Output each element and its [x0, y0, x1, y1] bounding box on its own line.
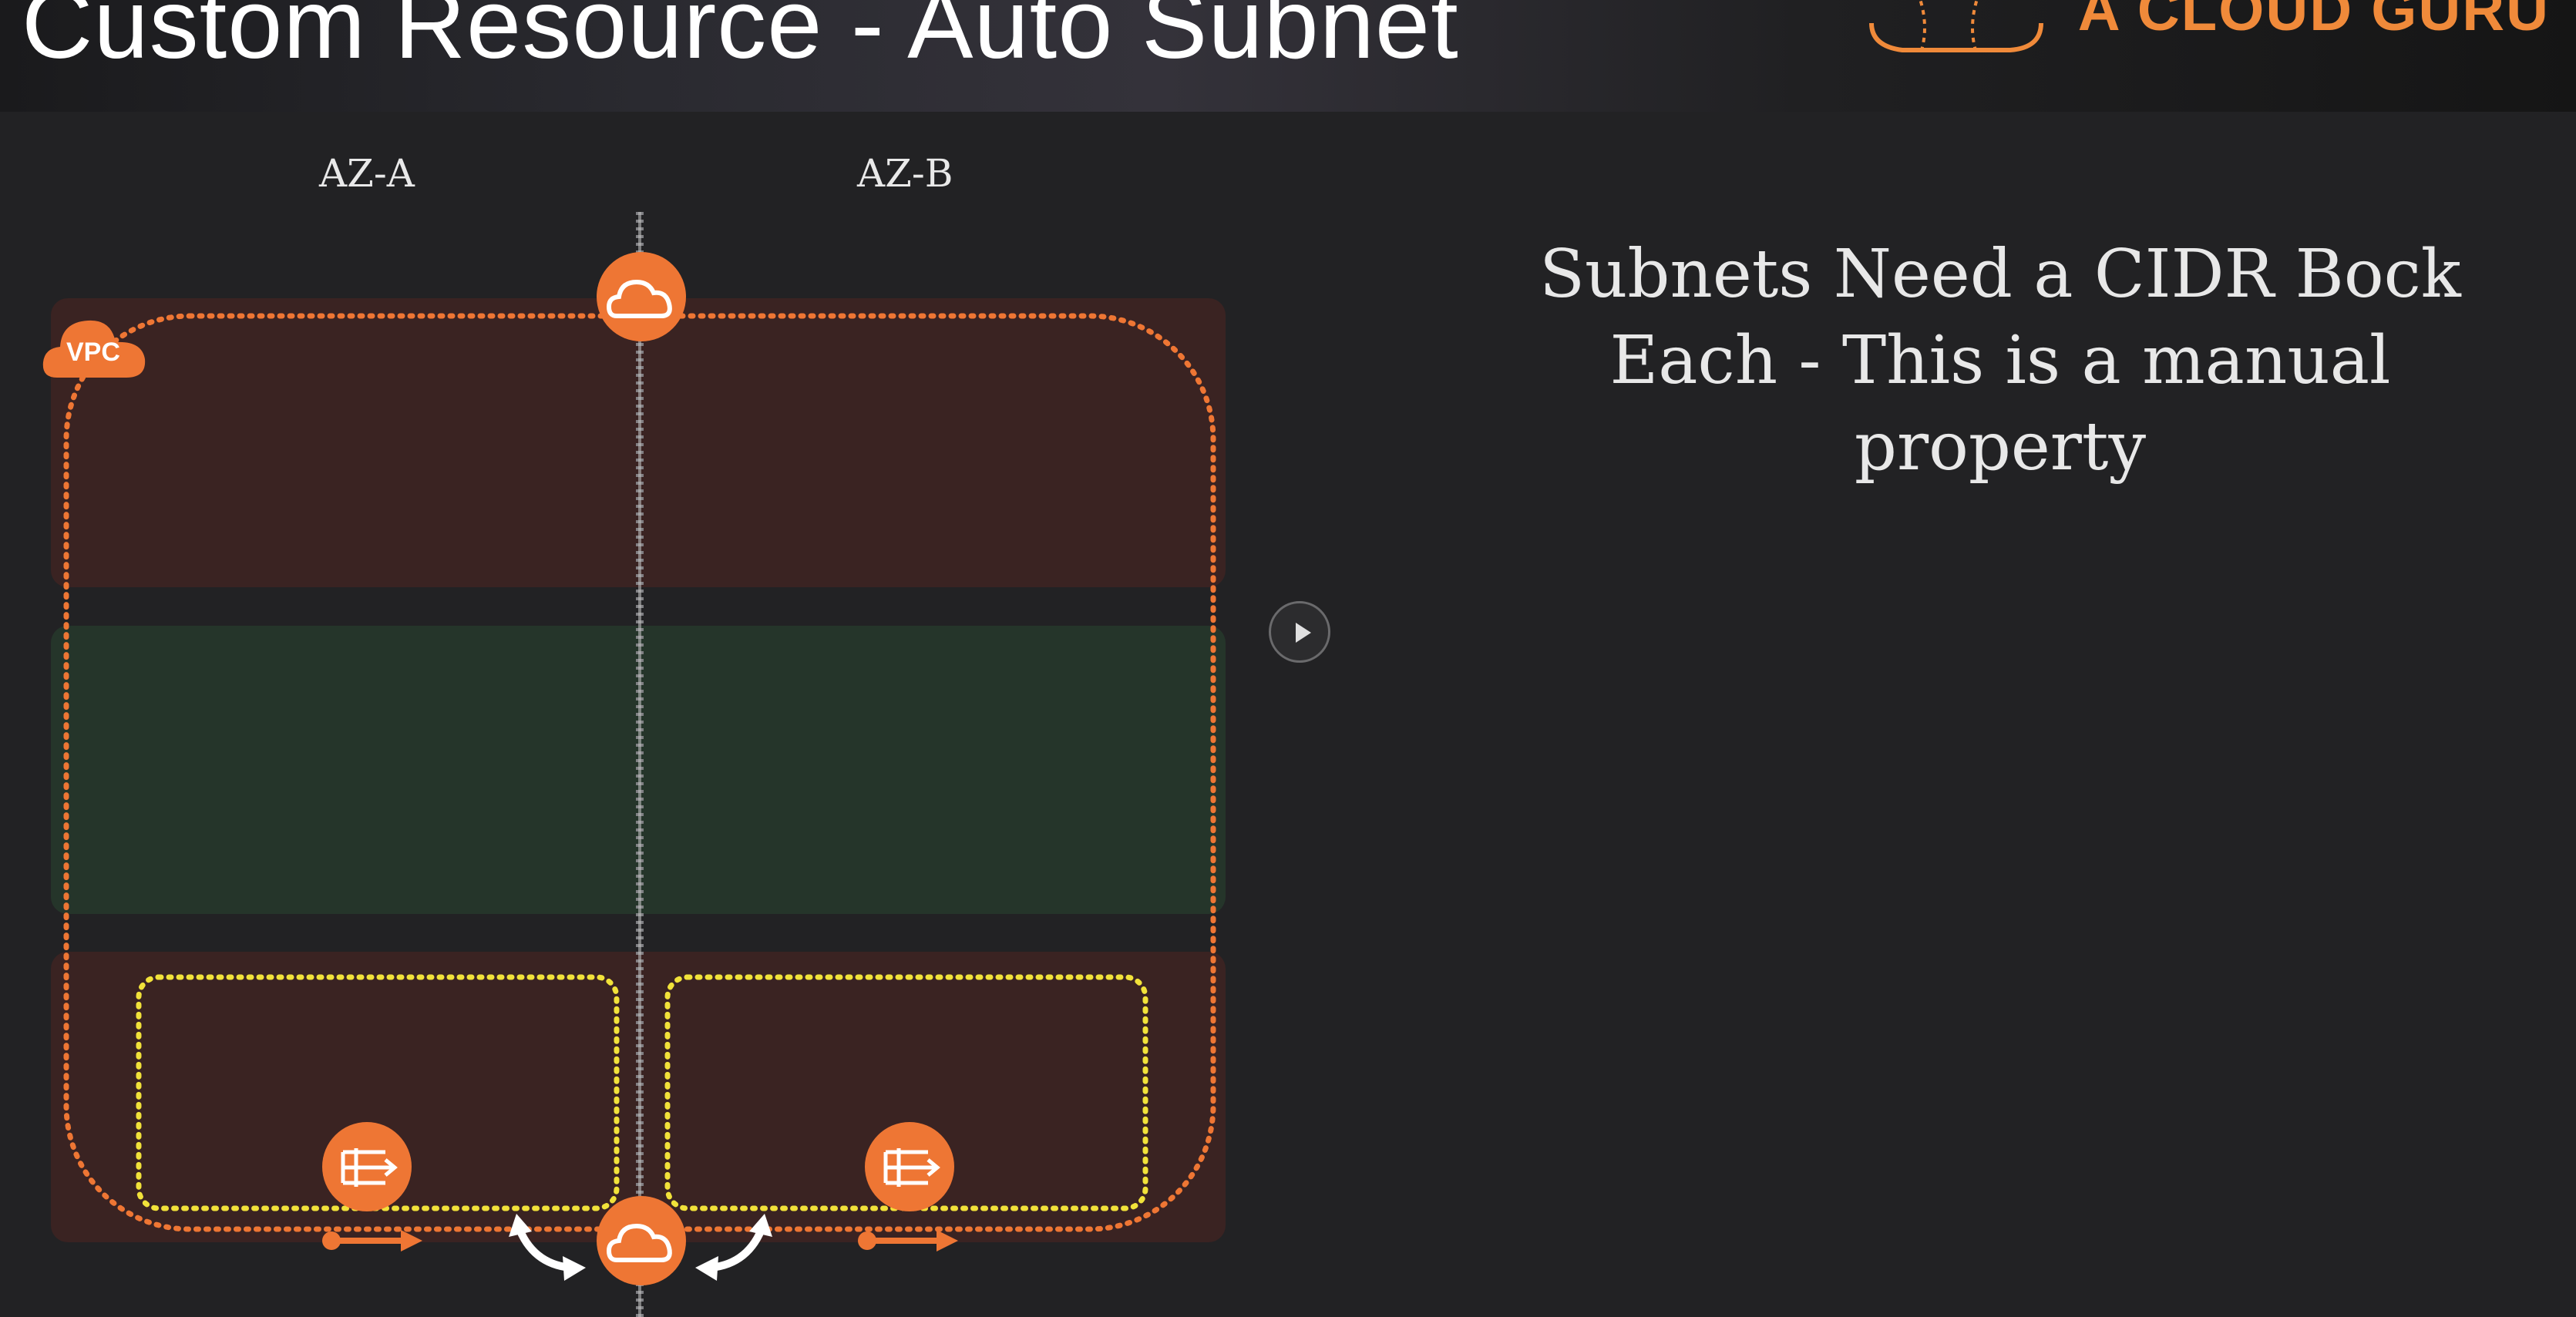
brand-logo: A CLOUD GURU: [1856, 0, 2550, 54]
nat-gateway-icon-az-a: [322, 1122, 412, 1211]
route-arrow-icon-az-a: [322, 1230, 422, 1251]
header-bar: Custom Resource - Auto Subnet A CLOUD GU…: [0, 0, 2576, 112]
az-b-label: AZ-B: [857, 151, 953, 196]
cloud-guru-logo-icon: [1868, 0, 2043, 52]
slide-title: Custom Resource - Auto Subnet: [22, 0, 1459, 79]
nat-gateway-icon-az-b: [865, 1122, 954, 1211]
vpc-label: VPC: [66, 338, 120, 367]
play-button[interactable]: [1269, 601, 1330, 663]
slide-message: Subnets Need a CIDR Bock Each - This is …: [1539, 236, 2461, 485]
vpc-cloud-icon: [42, 320, 146, 378]
brand-name: A CLOUD GURU: [2077, 0, 2550, 43]
internet-gateway-icon: [597, 252, 686, 341]
az-a-label: AZ-A: [319, 151, 415, 196]
route-arrow-icon-az-b: [858, 1230, 958, 1251]
vpn-gateway-icon: [597, 1196, 686, 1285]
